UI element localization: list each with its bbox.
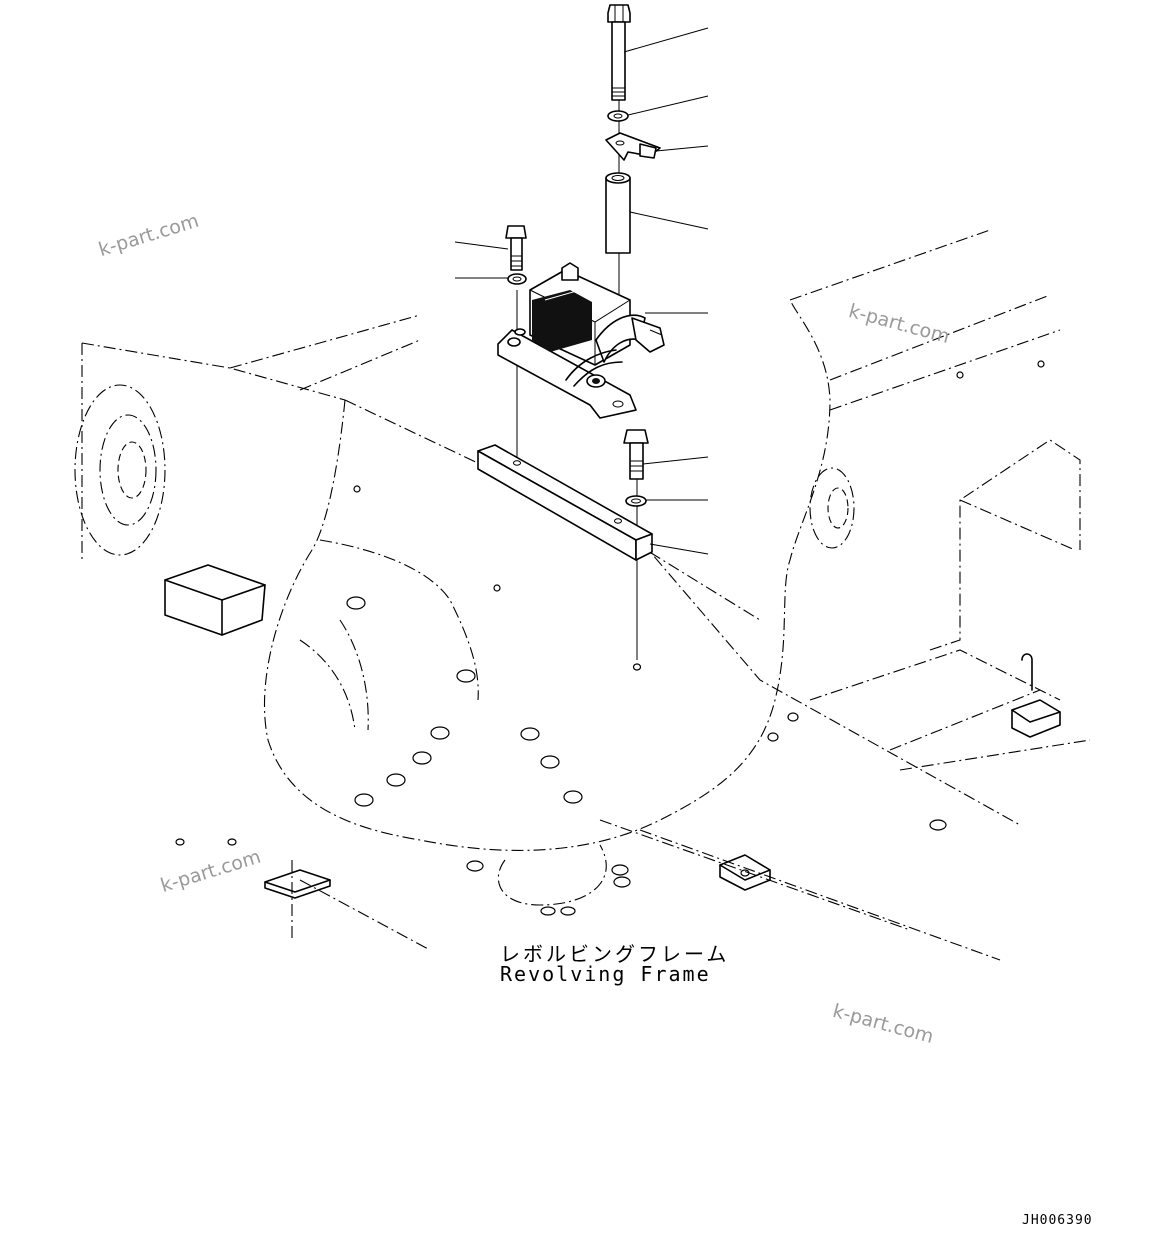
small-washer	[507, 273, 527, 285]
mounting-bolt	[623, 429, 649, 480]
spring-washer	[607, 110, 629, 122]
ground-terminal-plate	[605, 132, 661, 161]
frame-label-english: Revolving Frame	[500, 962, 711, 986]
small-bolt	[505, 225, 527, 271]
drawing-code: JH006390	[1022, 1213, 1093, 1228]
frame-holes	[175, 360, 1045, 916]
mounting-washer	[625, 495, 647, 507]
long-bolt	[607, 4, 631, 101]
mounting-bar	[477, 444, 653, 561]
frame-label-japanese: レボルビングフレーム	[500, 942, 730, 966]
spacer-tube	[605, 172, 631, 254]
leader-lines	[454, 27, 709, 555]
electrical-component	[497, 262, 665, 419]
